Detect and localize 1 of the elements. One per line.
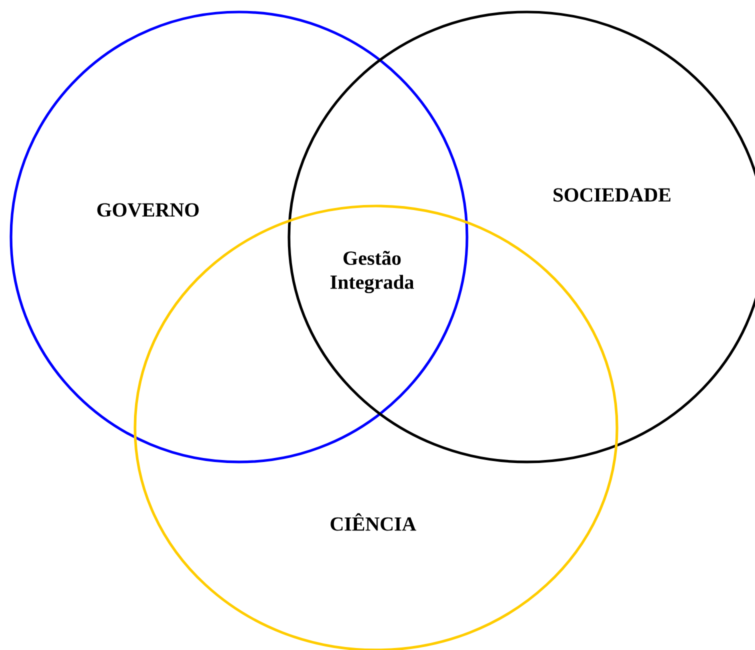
intersection-label: Gestão Integrada xyxy=(330,250,414,294)
